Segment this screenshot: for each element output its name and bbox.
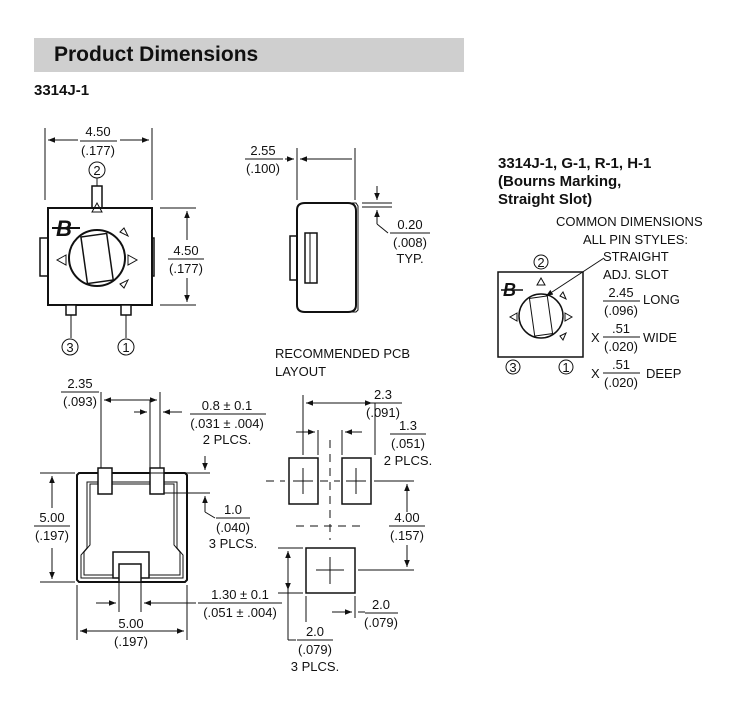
adjustment-rotor-icon: [68, 229, 126, 287]
variant-title-3: Straight Slot): [498, 191, 592, 208]
pcb-dim1-mm: 2.3: [374, 387, 392, 402]
pcb-dim1-in: (.091): [366, 405, 400, 420]
top-width-in: (.177): [81, 143, 115, 158]
slot-long-in: (.096): [604, 303, 638, 318]
bottom-dim1-in: (.093): [63, 394, 97, 409]
bottom-dim2-mm: 0.8 ± 0.1: [202, 398, 253, 413]
side-thickness-mm: 0.20: [397, 217, 422, 232]
bottom-dim5-in: (.051 ± .004): [203, 605, 277, 620]
slot-deep-label: DEEP: [646, 366, 681, 381]
pcb-dim4-in: (.079): [364, 615, 398, 630]
pcb-dim3-mm: 4.00: [394, 510, 419, 525]
pcb-dim5-note: 3 PLCS.: [291, 659, 339, 674]
pcb-dim5-in: (.079): [298, 642, 332, 657]
bottom-dim6-in: (.197): [114, 634, 148, 649]
pcb-dim3-in: (.157): [390, 528, 424, 543]
common-adj-slot: ADJ. SLOT: [603, 267, 669, 282]
common-dims-2: ALL PIN STYLES:: [583, 232, 688, 247]
pcb-dim2-note: 2 PLCS.: [384, 453, 432, 468]
side-depth-mm: 2.55: [250, 143, 275, 158]
pin-3-callout: [61, 338, 79, 356]
top-view: 4.50 (.177) 2 B 4.50 (.177) 3 1: [39, 124, 204, 356]
bottom-dim6-mm: 5.00: [118, 616, 143, 631]
side-view: 2.55 (.100) 0.20 (.008) TYP.: [245, 143, 430, 313]
top-width-mm: 4.50: [85, 124, 110, 139]
slot-wide-mm: .51: [612, 321, 630, 336]
slot-wide-label: WIDE: [643, 330, 677, 345]
pcb-dim2-in: (.051): [391, 436, 425, 451]
variant-title-1: 3314J-1, G-1, R-1, H-1: [498, 155, 651, 172]
inset-pin-3-callout: [505, 359, 521, 375]
bottom-dim4-in: (.197): [35, 528, 69, 543]
pin-2-label: 2: [93, 163, 100, 178]
pcb-dim4-mm: 2.0: [372, 597, 390, 612]
top-height-in: (.177): [169, 261, 203, 276]
inset-pin-3-label: 3: [509, 360, 516, 375]
side-body: [296, 202, 357, 313]
common-dims-1: COMMON DIMENSIONS: [556, 214, 703, 229]
header-bar: Product Dimensions: [34, 38, 464, 72]
bottom-dim1-mm: 2.35: [67, 376, 92, 391]
common-straight: STRAIGHT: [603, 249, 669, 264]
bottom-dim5-mm: 1.30 ± 0.1: [211, 587, 269, 602]
slot-wide-in: (.020): [604, 339, 638, 354]
inset-pin-2-label: 2: [537, 255, 544, 270]
part-number: 3314J-1: [34, 82, 90, 99]
pcb-title-1: RECOMMENDED PCB: [275, 346, 410, 361]
slot-long-mm: 2.45: [608, 285, 633, 300]
pin-1-callout: [117, 338, 135, 356]
side-depth-in: (.100): [246, 161, 280, 176]
bottom-dim4-mm: 5.00: [39, 510, 64, 525]
bottom-dim3-note: 3 PLCS.: [209, 536, 257, 551]
pcb-dim2-mm: 1.3: [399, 418, 417, 433]
slot-deep-in: (.020): [604, 375, 638, 390]
variant-title-2: (Bourns Marking,: [498, 173, 621, 190]
bottom-dim2-note: 2 PLCS.: [203, 432, 251, 447]
pcb-title-2: LAYOUT: [275, 364, 326, 379]
pin-1-label: 1: [122, 340, 129, 355]
inset-pin-1-callout: [558, 359, 574, 375]
inset-pin-1-label: 1: [562, 360, 569, 375]
slot-long-label: LONG: [643, 292, 680, 307]
page-title: Product Dimensions: [54, 43, 259, 66]
bottom-body: [76, 472, 188, 583]
side-thickness-in: (.008): [393, 235, 427, 250]
side-thickness-note: TYP.: [396, 251, 423, 266]
inset-rotor-icon: [518, 293, 564, 339]
slot-wide-x: X: [591, 330, 600, 345]
pcb-dim5-mm: 2.0: [306, 624, 324, 639]
bottom-dim3-in: (.040): [216, 520, 250, 535]
pin-3-label: 3: [66, 340, 73, 355]
slot-deep-x: X: [591, 366, 600, 381]
inset-pin-2-callout: [533, 254, 549, 270]
bottom-dim3-mm: 1.0: [224, 502, 242, 517]
pcb-layout: RECOMMENDED PCB LAYOUT 2.3 (.091) 1.3 (.…: [266, 346, 432, 674]
bottom-dim2-in: (.031 ± .004): [190, 416, 264, 431]
bottom-view: 2.35 (.093) 0.8 ± 0.1 (.031 ± .004) 2 PL…: [34, 376, 282, 649]
top-height-mm: 4.50: [173, 243, 198, 258]
variant-inset: 3314J-1, G-1, R-1, H-1 (Bourns Marking, …: [497, 155, 703, 390]
slot-deep-mm: .51: [612, 357, 630, 372]
